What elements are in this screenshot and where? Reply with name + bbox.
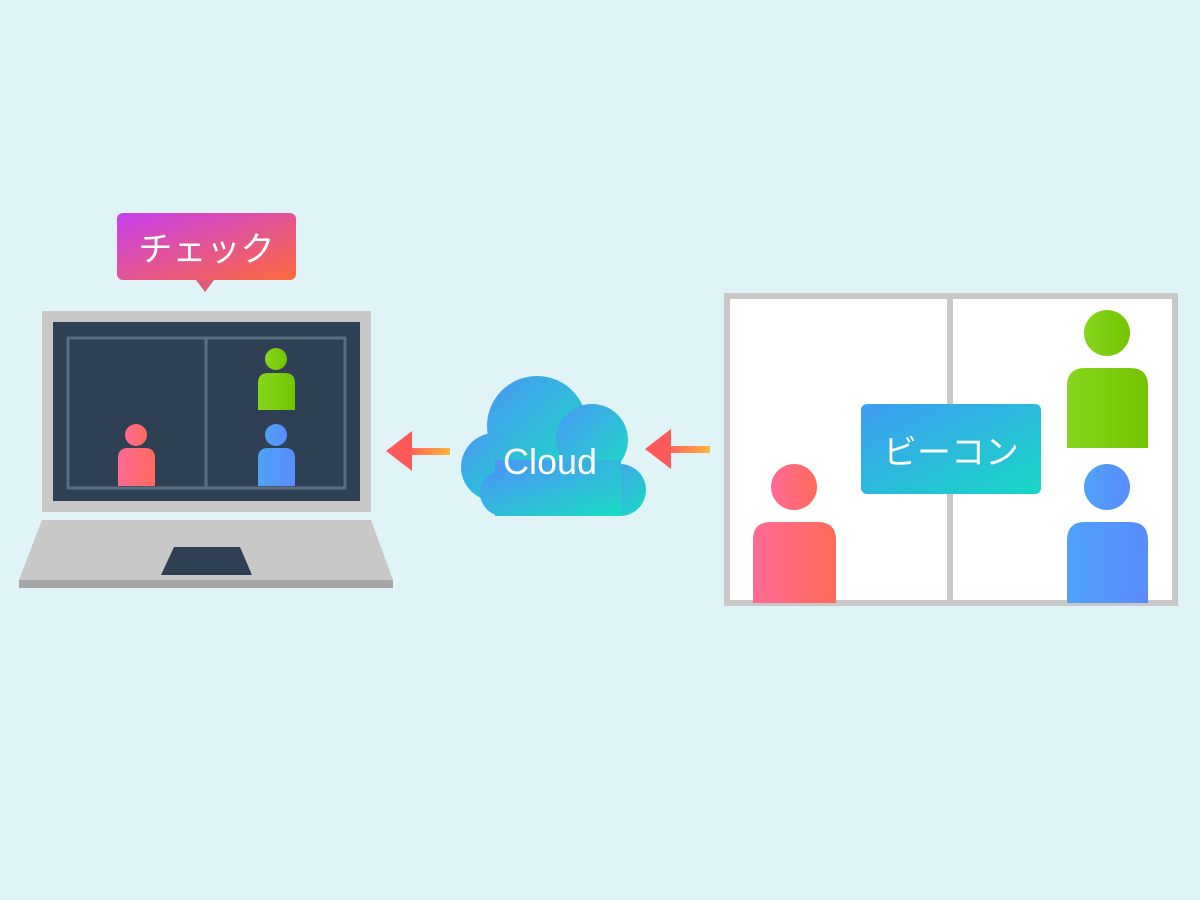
person-head [1084,464,1130,510]
person-head [125,424,147,446]
person-icon [1067,464,1148,603]
person-head [265,348,287,370]
arrow-left-icon [386,431,450,471]
person-body [258,448,295,486]
person-icon [1067,310,1148,448]
person-body [1067,368,1148,448]
arrow-head [645,429,671,469]
check-badge [117,213,296,292]
arrow-shaft [405,448,450,455]
person-body [753,522,836,603]
person-head [1084,310,1130,356]
person-head [265,424,287,446]
check-badge-box [117,213,296,280]
room-floorplan-icon [724,293,1178,606]
arrow-left-icon [645,429,710,469]
beacon-label: ビーコン [883,432,1019,473]
person-body [1067,522,1148,603]
person-icon [118,424,155,486]
person-body [258,373,295,410]
check-badge-pointer [196,280,214,292]
cloud-label: Cloud [502,441,598,482]
laptop-icon [19,311,393,588]
beacon-badge [861,404,1041,494]
cloud-puff [556,404,628,476]
person-head [771,464,817,510]
person-icon [258,348,295,410]
cloud-icon [461,376,646,516]
cloud-base [480,470,620,516]
person-icon [753,464,836,603]
person-icon [258,424,295,486]
check-label: チェック [138,230,275,270]
arrow-head [386,431,412,471]
arrow-shaft [665,446,710,453]
laptop-touchpad [161,547,252,575]
screen-panel-right [204,336,347,490]
person-body [118,448,155,486]
laptop-base-edge [19,580,393,588]
